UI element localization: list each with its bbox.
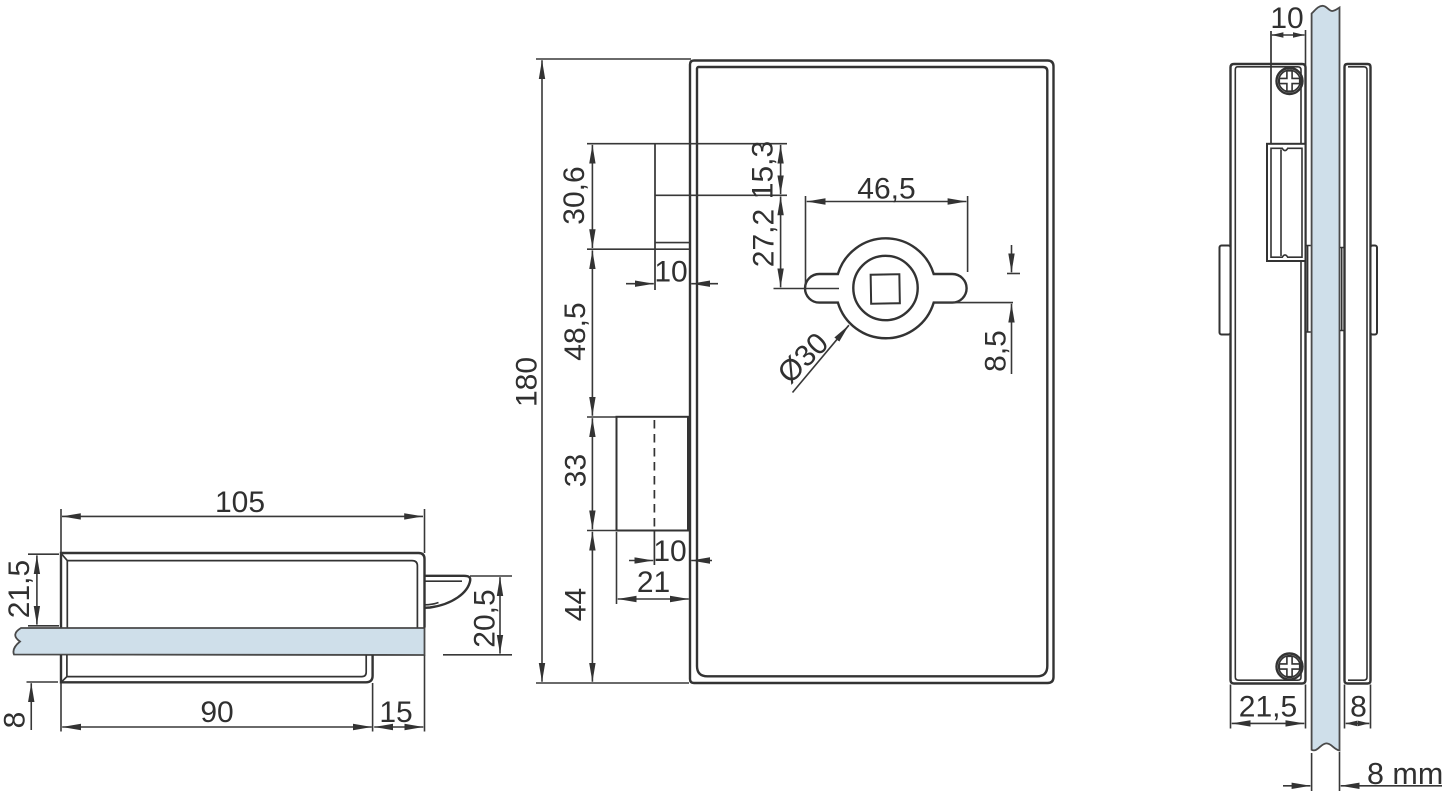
svg-text:8: 8 [0, 712, 32, 729]
svg-text:8: 8 [1350, 691, 1367, 724]
svg-text:15,3: 15,3 [747, 141, 780, 199]
svg-text:48,5: 48,5 [559, 302, 592, 360]
svg-text:8,5: 8,5 [980, 330, 1013, 372]
svg-text:10: 10 [654, 256, 687, 289]
svg-text:105: 105 [215, 486, 265, 519]
svg-text:8 mm: 8 mm [1367, 757, 1442, 791]
svg-text:Ø30: Ø30 [772, 327, 835, 390]
svg-text:10: 10 [653, 535, 686, 568]
svg-text:27,2: 27,2 [748, 209, 781, 267]
svg-text:21,5: 21,5 [3, 560, 36, 618]
svg-text:20,5: 20,5 [469, 589, 502, 647]
svg-text:30,6: 30,6 [558, 166, 591, 224]
svg-text:21: 21 [637, 566, 670, 599]
svg-text:21,5: 21,5 [1239, 691, 1297, 724]
svg-text:90: 90 [200, 696, 233, 729]
svg-text:46,5: 46,5 [857, 173, 915, 206]
svg-text:15: 15 [379, 696, 412, 729]
svg-text:44: 44 [560, 588, 593, 621]
svg-text:33: 33 [560, 454, 593, 487]
svg-text:10: 10 [1270, 2, 1303, 35]
svg-text:180: 180 [511, 357, 544, 407]
